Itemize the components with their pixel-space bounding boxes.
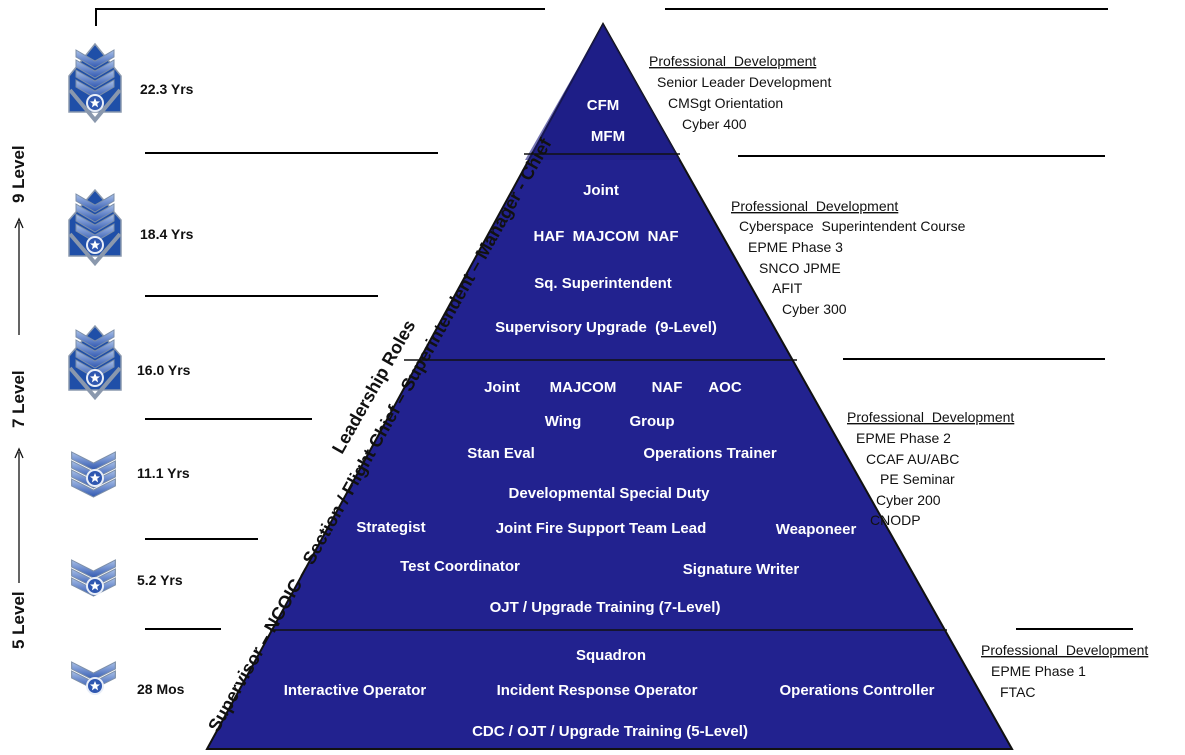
years-smsgt: 18.4 Yrs (140, 226, 194, 242)
role-sq-superintendent: Sq. Superintendent (534, 275, 672, 292)
cmsgt-chevron-icon (68, 42, 122, 124)
skill-level-5: 5 Level (9, 591, 28, 649)
tier-9-level: Joint HAF MAJCOM NAF Sq. Superintendent … (495, 182, 717, 336)
role-majcom: MAJCOM (550, 379, 617, 396)
years-sra: 28 Mos (137, 681, 185, 697)
role-wing: Wing (545, 413, 582, 430)
role-joint: Joint (583, 182, 619, 199)
years-ssgt: 5.2 Yrs (137, 572, 183, 588)
years-cmsgt: 22.3 Yrs (140, 81, 194, 97)
professional-development-1: Professional Development Senior Leader D… (649, 53, 831, 132)
tier-7-level: Joint MAJCOM NAF AOC Wing Group Stan Eva… (356, 379, 856, 616)
pd-item: EPME Phase 3 (748, 239, 843, 255)
tier-chief: CFM MFM (587, 97, 625, 145)
skill-level-9: 9 Level (9, 145, 28, 203)
professional-development-3: Professional Development EPME Phase 2 CC… (847, 409, 1014, 528)
pd-item: EPME Phase 1 (991, 663, 1086, 679)
role-test-coordinator: Test Coordinator (400, 558, 520, 575)
role-squadron: Squadron (576, 647, 646, 664)
pd-item: CCAF AU/ABC (866, 451, 959, 467)
pd-item: Cyber 400 (682, 116, 747, 132)
ssgt-chevron-icon (71, 559, 116, 597)
role-mfm: MFM (591, 128, 625, 145)
pd-item: PE Seminar (880, 471, 955, 487)
role-jfst-lead: Joint Fire Support Team Lead (496, 520, 707, 537)
role-developmental-special-duty: Developmental Special Duty (509, 485, 711, 502)
pd-title: Professional Development (981, 642, 1148, 658)
role-interactive-operator: Interactive Operator (284, 682, 427, 699)
smsgt-chevron-icon (68, 188, 122, 267)
pd-item: FTAC (1000, 684, 1036, 700)
pd-item: Cyberspace Superintendent Course (739, 218, 966, 234)
pd-title: Professional Development (649, 53, 816, 69)
tier-5-level: Squadron Interactive Operator Incident R… (284, 647, 935, 740)
pd-title: Professional Development (731, 198, 898, 214)
pd-item: Cyber 200 (876, 492, 941, 508)
pd-item: AFIT (772, 280, 803, 296)
years-msgt: 16.0 Yrs (137, 362, 191, 378)
tsgt-chevron-icon (71, 451, 116, 498)
pd-item: CNODP (870, 512, 921, 528)
msgt-chevron-icon (68, 324, 122, 401)
pd-item: CMSgt Orientation (668, 95, 783, 111)
pd-item: EPME Phase 2 (856, 430, 951, 446)
pd-title: Professional Development (847, 409, 1014, 425)
role-cdc-ojt-5-level: CDC / OJT / Upgrade Training (5-Level) (472, 723, 748, 740)
role-incident-response-operator: Incident Response Operator (497, 682, 698, 699)
role-naf: NAF (652, 379, 683, 396)
pd-item: SNCO JPME (759, 260, 841, 276)
skill-level-axis: 5 Level 7 Level 9 Level (9, 145, 28, 649)
professional-development-4: Professional Development EPME Phase 1 FT… (981, 642, 1148, 700)
pd-item: Cyber 300 (782, 301, 847, 317)
role-supervisory-upgrade: Supervisory Upgrade (9-Level) (495, 319, 717, 336)
role-cfm: CFM (587, 97, 620, 114)
role-joint-7: Joint (484, 379, 520, 396)
role-group: Group (630, 413, 675, 430)
service-years: 22.3 Yrs 18.4 Yrs 16.0 Yrs 11.1 Yrs 5.2 … (137, 81, 194, 697)
role-strategist: Strategist (356, 519, 425, 536)
role-weaponeer: Weaponeer (776, 521, 857, 538)
years-tsgt: 11.1 Yrs (137, 465, 190, 481)
pyramid (205, 21, 1014, 750)
professional-development-2: Professional Development Cyberspace Supe… (731, 198, 966, 317)
role-ojt-7-level: OJT / Upgrade Training (7-Level) (490, 599, 721, 616)
role-aoc: AOC (708, 379, 742, 396)
role-haf-majcom-naf: HAF MAJCOM NAF (534, 228, 679, 245)
skill-level-7: 7 Level (9, 370, 28, 428)
role-operations-controller: Operations Controller (779, 682, 934, 699)
connector-lines (95, 8, 1133, 630)
sra-chevron-icon (71, 661, 116, 695)
pd-item: Senior Leader Development (657, 74, 831, 90)
role-signature-writer: Signature Writer (683, 561, 800, 578)
role-stan-eval: Stan Eval (467, 445, 535, 462)
role-operations-trainer: Operations Trainer (643, 445, 777, 462)
